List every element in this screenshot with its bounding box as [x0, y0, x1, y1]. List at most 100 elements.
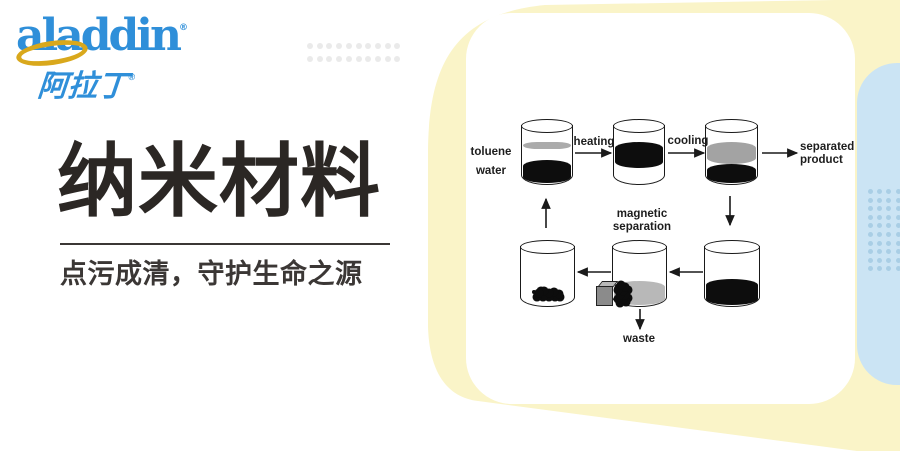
- dot: [868, 206, 873, 212]
- dot: [336, 56, 343, 62]
- diagram-label-magnetic-separation: magnetic separation: [612, 208, 672, 233]
- dot: [877, 249, 883, 255]
- dot: [895, 266, 900, 272]
- dot: [877, 232, 883, 237]
- registered-trademark-icon: ®: [178, 23, 188, 33]
- dot: [868, 249, 873, 255]
- liquid-layer: [707, 164, 756, 183]
- dot: [868, 223, 873, 229]
- dot: [886, 240, 892, 246]
- dot: [886, 257, 892, 263]
- liquid-layer: [615, 142, 663, 168]
- dot: [316, 56, 323, 62]
- diagram-panel: [466, 13, 855, 404]
- dot: [868, 266, 873, 272]
- dot: [877, 214, 883, 220]
- dot: [307, 43, 313, 49]
- dot: [336, 43, 343, 49]
- dot: [886, 266, 892, 272]
- beaker-heated: [613, 119, 665, 185]
- dot: [895, 197, 900, 203]
- dot: [345, 56, 352, 62]
- dot: [326, 43, 333, 49]
- liquid-layer: [523, 160, 571, 183]
- beaker-recovered: [520, 240, 575, 307]
- dot: [886, 232, 892, 237]
- dot: [345, 43, 352, 49]
- dot: [877, 257, 883, 263]
- beaker-body: [520, 246, 575, 307]
- dot: [877, 240, 883, 246]
- dot: [868, 197, 873, 203]
- nanoparticle-cluster: [615, 284, 619, 288]
- beaker-rim: [704, 240, 760, 254]
- liquid-layer: [707, 142, 756, 164]
- dot: [886, 206, 892, 212]
- dot: [868, 189, 873, 194]
- dot: [868, 257, 873, 263]
- dot: [877, 189, 883, 194]
- beaker-collected: [704, 240, 760, 307]
- dot: [316, 43, 323, 49]
- beaker-rim: [613, 119, 665, 133]
- diagram-label-heating: heating: [573, 136, 615, 148]
- dot: [365, 56, 372, 62]
- dot: [886, 249, 892, 255]
- dot: [384, 56, 391, 62]
- dot: [895, 257, 900, 263]
- logo-wordmark-text: aladdin: [16, 10, 182, 61]
- dot: [886, 214, 892, 220]
- dot: [895, 214, 900, 220]
- dot: [868, 214, 873, 220]
- dot: [877, 197, 883, 203]
- diagram-label-cooling: cooling: [667, 135, 709, 147]
- nanoparticle-cluster: [532, 290, 536, 294]
- dot: [868, 232, 873, 237]
- beaker-toluene-water: [521, 119, 573, 185]
- magnet-icon: [596, 286, 613, 306]
- dot: [394, 43, 401, 49]
- aladdin-logo: aladdin® 阿拉丁®: [14, 14, 216, 103]
- beaker-rim: [612, 240, 667, 254]
- dot: [895, 232, 900, 237]
- dot: [326, 56, 333, 62]
- dot: [886, 223, 892, 229]
- dot: [307, 56, 313, 62]
- dot: [895, 206, 900, 212]
- title-divider: [60, 243, 390, 245]
- diagram-label-toluene: toluene: [470, 146, 512, 158]
- dot: [365, 43, 372, 49]
- beaker-cooled: [705, 119, 758, 185]
- beaker-rim: [705, 119, 758, 133]
- dot: [384, 43, 391, 49]
- dot: [895, 240, 900, 246]
- diagram-label-separated-product: separated product: [800, 141, 855, 166]
- dot: [355, 43, 362, 49]
- dot: [886, 189, 892, 194]
- dot: [868, 240, 873, 246]
- dot: [886, 197, 892, 203]
- dot: [895, 223, 900, 229]
- dot: [355, 56, 362, 62]
- liquid-layer: [523, 142, 571, 149]
- diagram-label-waste: waste: [623, 333, 655, 345]
- dot: [374, 43, 381, 49]
- dot: [895, 249, 900, 255]
- dot: [877, 223, 883, 229]
- beaker-rim: [521, 119, 573, 133]
- logo-wordmark: aladdin®: [16, 14, 216, 58]
- diagram-label-water: water: [475, 165, 507, 177]
- dot: [374, 56, 381, 62]
- dot: [877, 266, 883, 272]
- liquid-layer: [614, 281, 665, 305]
- dot: [394, 56, 401, 62]
- dot: [895, 189, 900, 194]
- beaker-rim: [520, 240, 575, 254]
- page-title: 纳米材料: [57, 137, 381, 226]
- liquid-layer: [706, 279, 758, 305]
- page-subtitle: 点污成清，守护生命之源: [60, 259, 363, 289]
- dot: [877, 206, 883, 212]
